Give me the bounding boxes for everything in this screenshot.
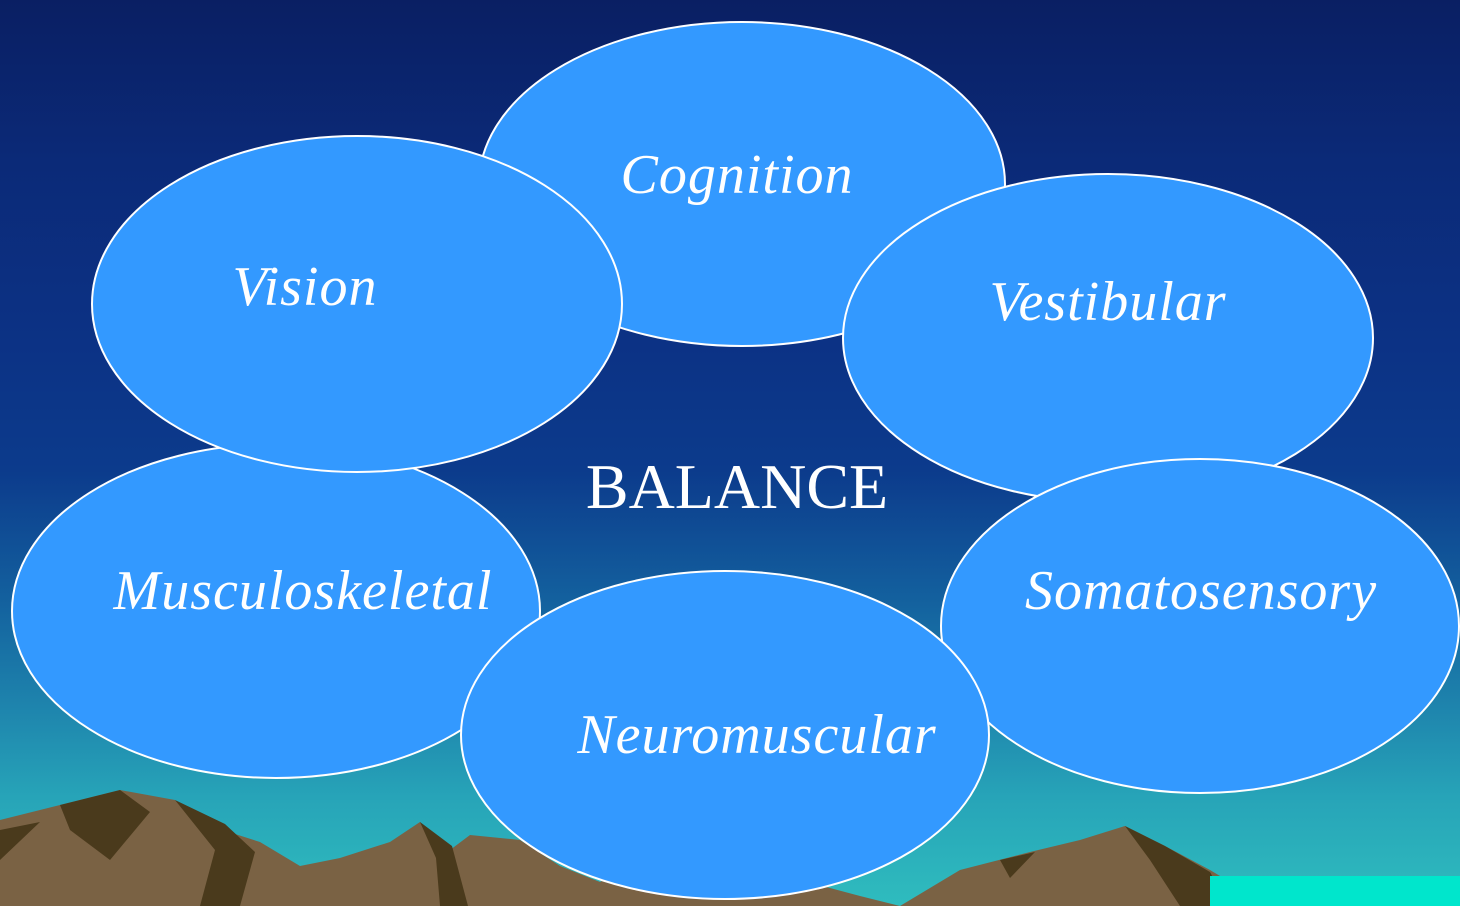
- node-neuromuscular: Neuromuscular: [460, 570, 990, 900]
- node-somatosensory: Somatosensory: [940, 458, 1460, 794]
- cognition-label: Cognition: [620, 144, 853, 206]
- center-balance-label: BALANCE: [586, 451, 888, 522]
- vision-label: Vision: [233, 256, 378, 318]
- somatosensory-label: Somatosensory: [1025, 560, 1377, 622]
- musculoskeletal-label: Musculoskeletal: [113, 560, 493, 622]
- neuromuscular-bubble: [460, 570, 990, 900]
- neuromuscular-label: Neuromuscular: [576, 704, 936, 766]
- somatosensory-bubble: [940, 458, 1460, 794]
- vestibular-bubble: [842, 173, 1374, 503]
- node-vision: Vision: [91, 135, 623, 473]
- vestibular-label: Vestibular: [989, 271, 1226, 333]
- vision-bubble: [91, 135, 623, 473]
- accent-strip: [1210, 876, 1460, 906]
- node-vestibular: Vestibular: [842, 173, 1374, 503]
